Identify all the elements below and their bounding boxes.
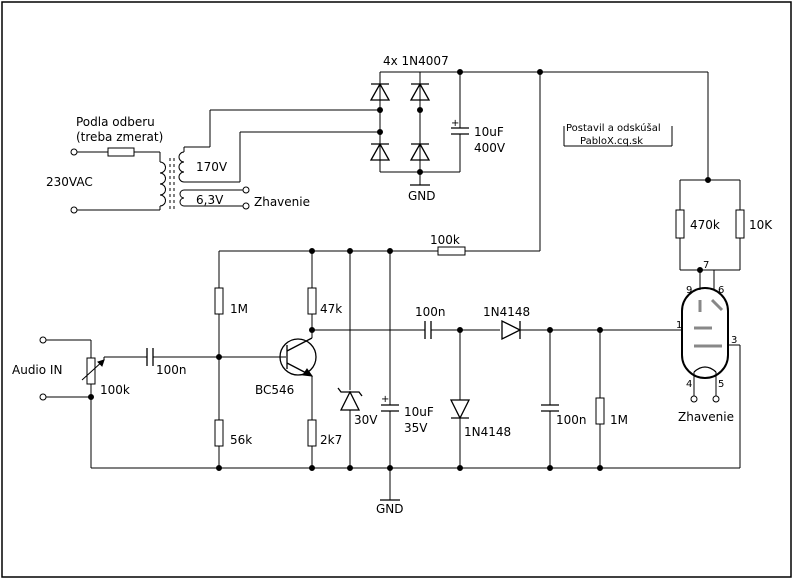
res-56k-label: 56k [230,433,252,447]
audio-in-terminal-top [39,336,47,344]
transistor-label: BC546 [255,383,294,397]
bridge-diode-4 [409,142,431,161]
zener-diode [337,387,363,411]
pot-100k-label: 100k [100,383,130,397]
diode-shunt-label: 1N4148 [464,425,511,439]
mains-note-line-2: (treba zmerat) [76,130,163,144]
tube-heater-terminal-left [690,395,698,403]
resistor-10k [735,209,745,239]
res-2k7-label: 2k7 [320,433,342,447]
res-1m-grid-label: 1M [610,413,628,427]
resistor-1m-grid [595,397,605,425]
zener-voltage-label: 30V [354,413,378,427]
tube-heater-label: Zhavenie [678,410,734,424]
res-10k-label: 10K [749,218,773,232]
cap-grid-label: 100n [556,413,587,427]
shunt-diode [449,399,471,420]
resistor-47k [307,287,317,315]
mains-note-line-1: Podla odberu [76,115,155,129]
mains-terminal-bottom [70,206,78,214]
credit-line-2: PabloX.cq.sk [580,136,643,147]
fuse-symbol [107,147,135,157]
filter-cap-voltage: 400V [474,141,506,155]
resistor-470k [675,209,685,239]
tube-pin-1: 1 [676,320,682,331]
heater-terminal-bottom [242,202,250,210]
transistor-bc546 [279,338,317,376]
tube-heater-terminal-right [712,395,720,403]
mains-voltage-label: 230VAC [46,175,93,189]
tube-pin-6: 6 [718,285,724,296]
supply-cap-voltage: 35V [404,421,428,435]
resistor-1m-bias [214,287,224,315]
resistor-2k7 [307,419,317,447]
audio-in-terminal-bottom [39,393,47,401]
credit-line-1: Postavil a odskúšal [566,122,661,134]
svg-text:+: + [381,394,389,405]
mains-terminal-top [70,148,78,156]
tube-pin-3: 3 [731,335,737,346]
audio-in-label: Audio IN [12,363,62,377]
rectifier-label: 4x 1N4007 [383,54,449,68]
gnd-top-label: GND [408,189,436,203]
res-1m-left-label: 1M [230,302,248,316]
gnd-bottom-label: GND [376,502,404,516]
credit-box: Postavil a odskúšal PabloX.cq.sk [563,122,673,147]
res-470k-label: 470k [690,218,720,232]
potentiometer-100k [86,357,96,385]
series-diode [501,319,522,341]
heater-terminal-top [242,186,250,194]
tuning-indicator-tube [681,287,729,379]
tube-pin-7: 7 [703,260,709,271]
res-47k-label: 47k [320,302,342,316]
heater-label: Zhavenie [254,195,310,209]
tube-pin-4: 4 [686,379,692,390]
tube-pin-5: 5 [718,379,724,390]
diode-series-label: 1N4148 [483,305,530,319]
resistor-56k [214,419,224,447]
cap-input-label: 100n [156,363,187,377]
supply-cap-value: 10uF [404,405,434,419]
secondary-heater-label: 6,3V [196,193,224,207]
resistor-100k-supply [437,246,466,256]
tube-pin-9: 9 [686,285,692,296]
res-100k-top-label: 100k [430,233,460,247]
bridge-diode-3 [409,82,431,101]
transformer-secondary-hv [178,151,185,183]
bridge-diode-1 [369,82,391,101]
bridge-diode-2 [369,142,391,161]
secondary-hv-label: 170V [196,160,228,174]
transformer-primary [159,161,166,207]
svg-text:+: + [451,118,459,129]
transformer-secondary-heater [179,189,185,207]
filter-cap-value: 10uF [474,125,504,139]
cap-coupling-label: 100n [415,305,446,319]
